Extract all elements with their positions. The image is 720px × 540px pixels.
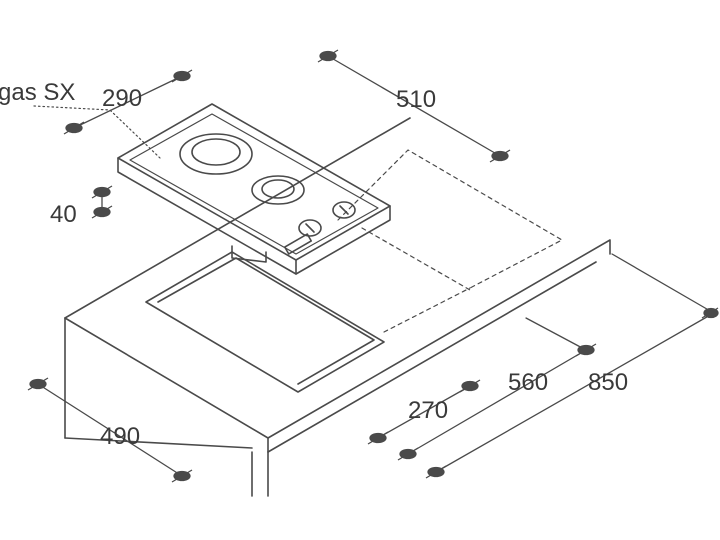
control-panel [283, 233, 313, 255]
marker [91, 185, 113, 199]
dashed-cutout [337, 149, 563, 333]
marker [367, 431, 389, 445]
marker [459, 379, 481, 393]
marker [91, 205, 113, 219]
marker [575, 343, 597, 357]
cutout-width-label: 270 [408, 397, 448, 424]
marker [63, 121, 85, 135]
product-label: gas SX [0, 79, 75, 106]
burner-large [179, 133, 253, 175]
marker [489, 149, 511, 163]
label-leader [33, 105, 161, 159]
marker [425, 465, 447, 479]
cutout-recess [145, 251, 385, 393]
dimension-lines [37, 55, 713, 477]
burner-small [251, 175, 305, 205]
marker [397, 447, 419, 461]
dimension-labels: gas SX 290 510 40 490 270 560 850 [0, 79, 628, 450]
cutout-depth-label: 560 [508, 369, 548, 396]
hob-height-label: 40 [50, 201, 77, 228]
marker [701, 307, 719, 319]
hob-unit [117, 103, 391, 275]
worktop [64, 117, 611, 497]
cabinet-depth-label: 490 [100, 423, 140, 450]
marker [27, 377, 49, 391]
knob-left [298, 219, 322, 237]
knob-right [332, 201, 356, 219]
marker [171, 69, 193, 83]
hob-depth-label: 510 [396, 86, 436, 113]
hob-width-label: 290 [102, 85, 142, 112]
dimension-markers [27, 49, 719, 483]
marker [317, 49, 339, 63]
marker [171, 469, 193, 483]
worktop-depth-label: 850 [588, 369, 628, 396]
